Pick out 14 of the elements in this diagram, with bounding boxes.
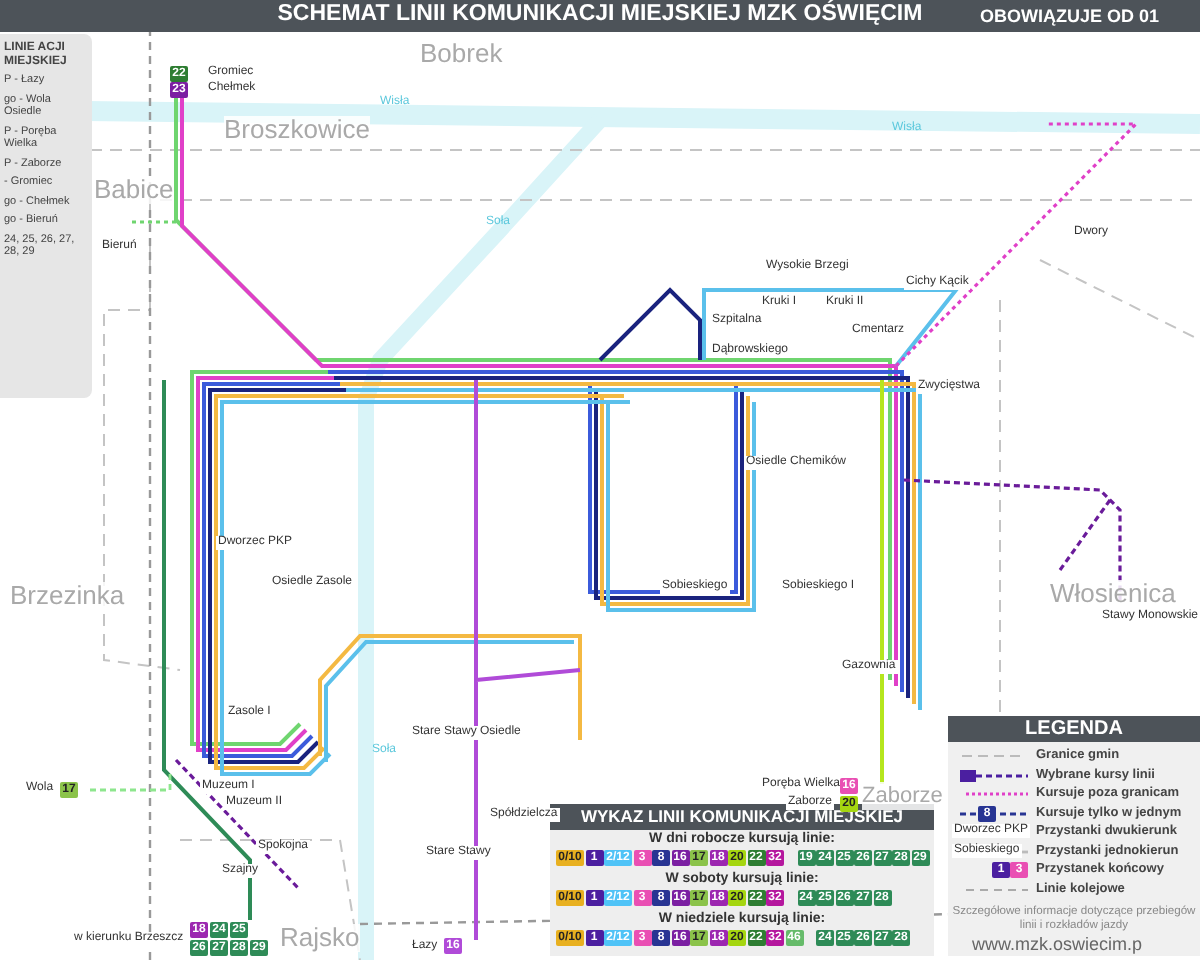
validity-date: OBOWIĄZUJE OD 01 (980, 6, 1160, 26)
place-name: Zaborze (862, 782, 943, 810)
place-name: Brzezinka (10, 582, 125, 610)
place-name: Broszkowice (224, 116, 370, 144)
website-url: www.mzk.oswiecim.p (972, 934, 1143, 954)
place-name: Babice (94, 176, 174, 204)
place-name: Włosienica (1050, 580, 1176, 608)
route-list-panel (0, 34, 92, 398)
place-name: Bobrek (420, 40, 503, 68)
title-bar (0, 0, 1200, 32)
legend-panel (948, 716, 1200, 956)
map-title: SCHEMAT LINII KOMUNIKACJI MIEJSKIEJ MZK OŚWIĘCIM (275, 2, 925, 26)
place-name: Rajsko (280, 924, 360, 952)
legend-title: LEGENDA (948, 716, 1200, 742)
